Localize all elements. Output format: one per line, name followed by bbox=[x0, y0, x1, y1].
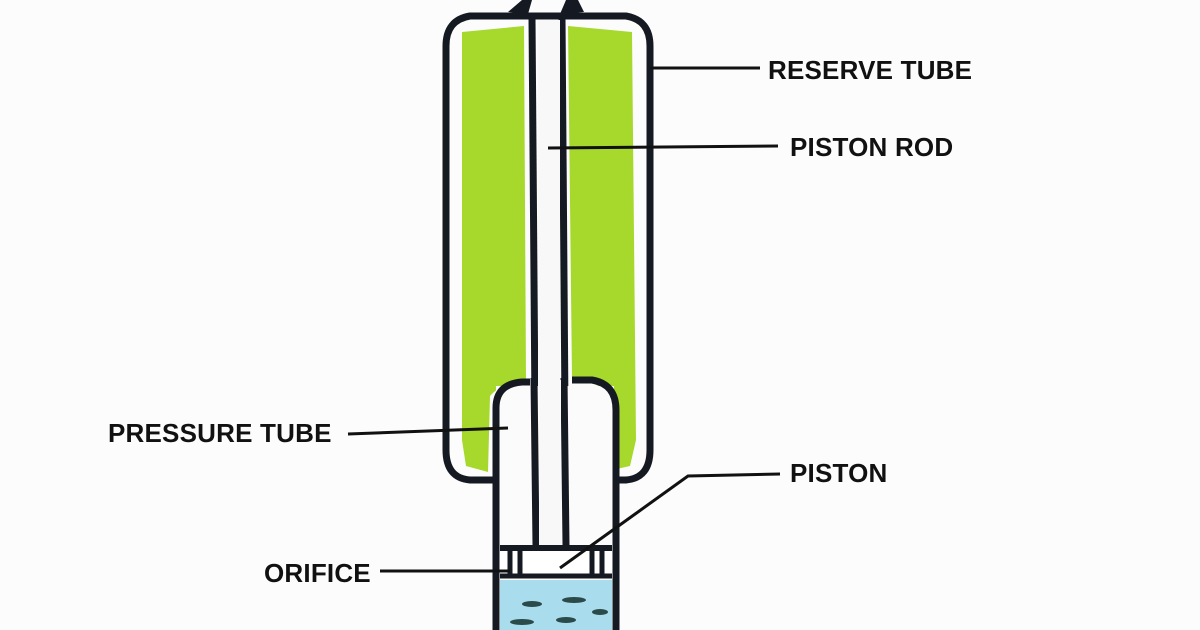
reserve-fluid-right bbox=[568, 26, 636, 470]
leader-piston bbox=[559, 472, 781, 570]
reserve-tube-outline bbox=[442, 12, 654, 484]
leader-pressure-tube bbox=[347, 426, 509, 436]
lower-fluid bbox=[500, 580, 612, 630]
reserve-fluid-left bbox=[462, 26, 526, 472]
reserve-tube-label: RESERVE TUBE bbox=[768, 55, 973, 85]
orifice-label: ORIFICE bbox=[264, 558, 371, 588]
piston-rod-label: PISTON ROD bbox=[790, 132, 954, 162]
leader-piston-rod bbox=[547, 144, 779, 150]
pressure-tube-label: PRESSURE TUBE bbox=[108, 418, 332, 448]
top-mount bbox=[508, 0, 584, 14]
piston bbox=[500, 545, 612, 579]
piston-label: PISTON bbox=[790, 458, 888, 488]
